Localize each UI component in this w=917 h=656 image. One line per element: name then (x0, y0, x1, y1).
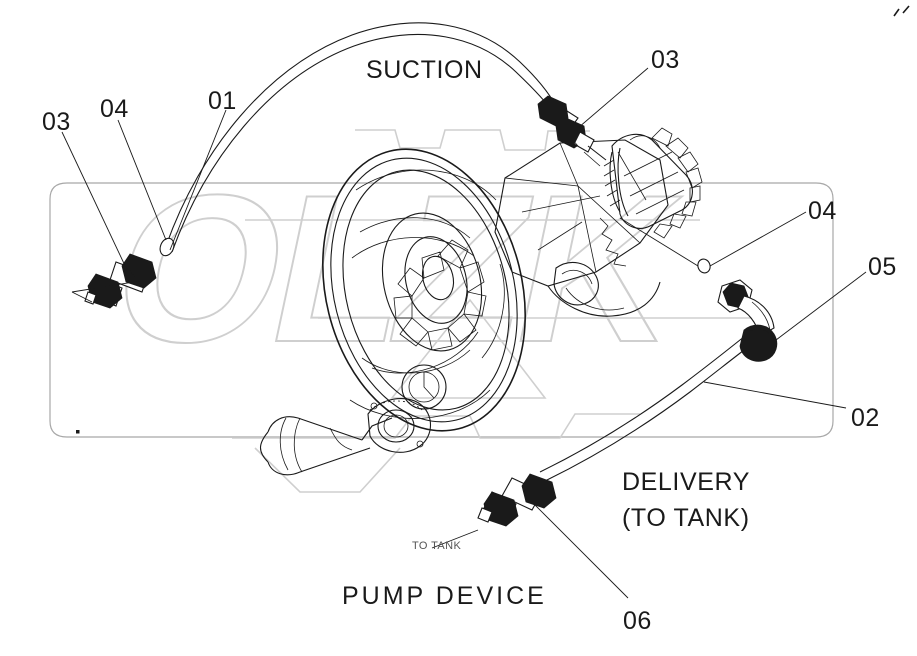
fitting-06-union (477, 473, 557, 527)
impeller-wheel (322, 148, 526, 432)
fitting-03-top (537, 95, 607, 167)
suction-elbow-tube (259, 398, 432, 476)
delivery-label-line2: (TO TANK) (622, 504, 750, 532)
leader-lines (61, 67, 867, 599)
callout-06: 06 (623, 607, 652, 635)
delivery-label-line1: DELIVERY (622, 468, 751, 496)
drive-shaft-spline (599, 127, 703, 267)
corner-tick-marks (893, 5, 910, 17)
callout-05: 05 (868, 253, 897, 281)
o-ring-04-left (159, 237, 175, 257)
callout-03-top: 03 (651, 46, 680, 74)
callout-04-left: 04 (100, 95, 129, 123)
delivery-hose-02 (539, 335, 753, 482)
suction-hose-01 (165, 22, 557, 253)
diagram-caption: PUMP DEVICE (342, 582, 547, 610)
outline-frame (49, 182, 834, 438)
to-tank-label: TO TANK (412, 540, 462, 552)
callout-03-left: 03 (42, 108, 71, 136)
watermark-gear-shapes (232, 129, 760, 493)
pump-housing (494, 139, 669, 317)
callout-02: 02 (851, 404, 880, 432)
callout-01: 01 (208, 87, 237, 115)
suction-label: SUCTION (366, 56, 483, 84)
o-ring-04-right (697, 258, 711, 274)
callout-04-right: 04 (808, 197, 837, 225)
fitting-05-elbow (717, 279, 778, 362)
fitting-03-left (84, 253, 157, 309)
